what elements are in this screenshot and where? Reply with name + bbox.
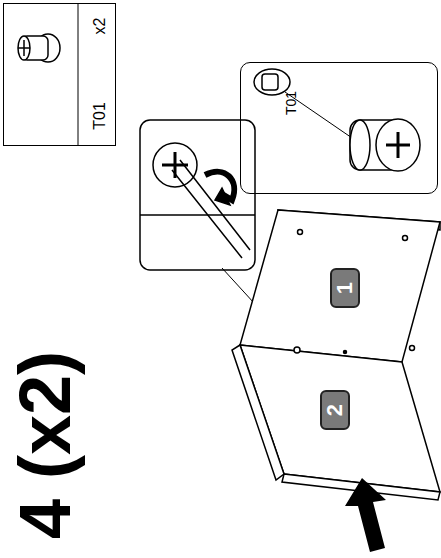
cam-lock-icon — [18, 34, 60, 62]
panel-number-box: 1 — [330, 268, 360, 308]
panel-number-box: 2 — [320, 390, 350, 430]
screwdriver-callout — [140, 120, 255, 270]
panel-number: 2 — [324, 404, 346, 416]
part-code: T01 — [284, 91, 298, 115]
panel-number: 1 — [334, 282, 356, 294]
part-code: T01 — [92, 102, 108, 130]
quantity: x2 — [92, 18, 108, 35]
detail-callout: T01 — [240, 62, 438, 194]
push-arrow — [345, 478, 386, 552]
parts-box: T01 x2 — [3, 3, 116, 146]
divider-line — [78, 3, 79, 146]
cam-detail — [254, 69, 420, 171]
panels — [232, 210, 440, 500]
step-number: 4 (x2) — [9, 351, 81, 539]
